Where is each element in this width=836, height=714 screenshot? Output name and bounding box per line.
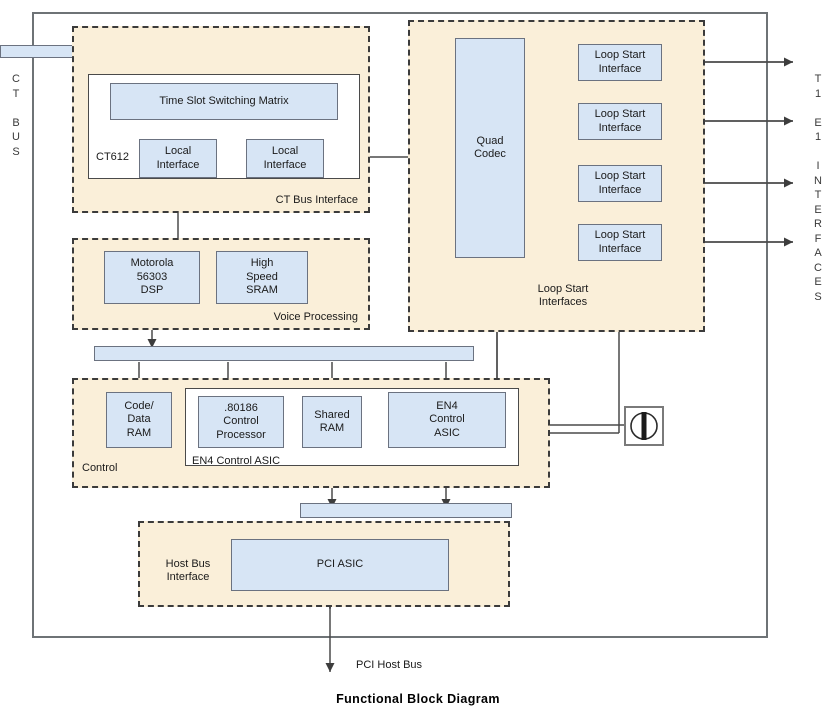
group-label-loop-start-interfaces: Loop Start Interfaces — [537, 283, 589, 309]
block-loop-start-interface-4[interactable]: Loop Start Interface — [578, 224, 662, 261]
block-loop-start-interface-2[interactable]: Loop Start Interface — [578, 103, 662, 140]
t1-e1-interfaces-label: T 1 E 1 I N T E R F A C E S — [814, 73, 822, 303]
internal-bus-bar-mid — [94, 346, 474, 361]
block-local-interface-left[interactable]: Local Interface — [139, 139, 217, 178]
block-quad-codec[interactable]: Quad Codec — [455, 38, 525, 258]
block-code-data-ram[interactable]: Code/ Data RAM — [106, 392, 172, 448]
block-pci-asic[interactable]: PCI ASIC — [231, 539, 449, 591]
device-boundary — [32, 12, 768, 638]
connector-jack-icon — [624, 406, 664, 446]
block-time-slot-switching-matrix[interactable]: Time Slot Switching Matrix — [110, 83, 338, 120]
group-label-host-bus-interface: Host Bus Interface — [165, 558, 211, 584]
group-label-control: Control — [82, 462, 118, 474]
page-title: Functional Block Diagram — [336, 692, 500, 706]
internal-bus-bar-bottom — [300, 503, 512, 518]
block-loop-start-interface-3[interactable]: Loop Start Interface — [578, 165, 662, 202]
pci-host-bus-label: PCI Host Bus — [356, 659, 423, 671]
block-high-speed-sram[interactable]: High Speed SRAM — [216, 251, 308, 304]
block-control-processor[interactable]: .80186 Control Processor — [198, 396, 284, 448]
group-label-ct-bus-interface: CT Bus Interface — [275, 194, 358, 206]
block-en4-control-asic[interactable]: EN4 Control ASIC — [388, 392, 506, 448]
group-label-voice-processing: Voice Processing — [273, 311, 358, 323]
block-local-interface-right[interactable]: Local Interface — [246, 139, 324, 178]
block-loop-start-interface-1[interactable]: Loop Start Interface — [578, 44, 662, 81]
en4-control-asic-container-label: EN4 Control ASIC — [192, 455, 281, 467]
block-motorola-dsp[interactable]: Motorola 56303 DSP — [104, 251, 200, 304]
ct612-label: CT612 — [96, 151, 130, 163]
ct-bus-label: C T B U S — [12, 73, 20, 158]
block-shared-ram[interactable]: Shared RAM — [302, 396, 362, 448]
